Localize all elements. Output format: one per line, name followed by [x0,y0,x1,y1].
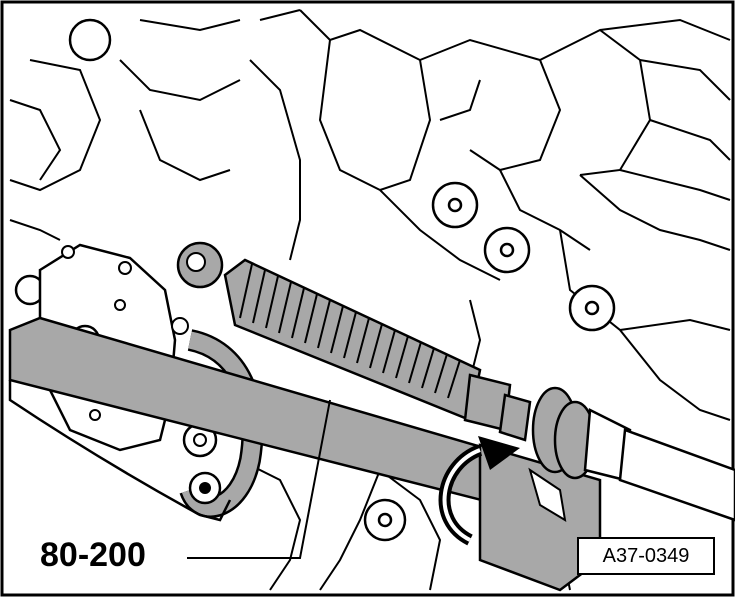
mounting-bosses [14,18,616,542]
bracket-icon [528,386,735,522]
rotation-arrow-icon [438,436,520,546]
callout-leader [187,399,331,559]
cable-loop [179,329,264,518]
tool-callout-label: 80-200 [40,536,146,574]
housing-outline [9,9,731,591]
lever-tool-icon [8,316,602,592]
figure-id-box: A37-0349 [577,537,715,575]
bellows-icon [176,241,532,442]
